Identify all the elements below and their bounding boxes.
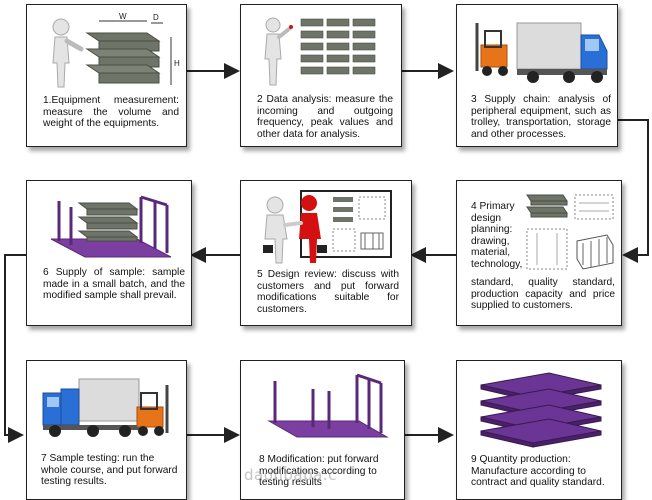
rack-modification-icon <box>267 373 389 438</box>
truck-forklift-icon <box>475 22 608 83</box>
step-9-text: 9 Quantity production: Manufacture accor… <box>471 454 605 489</box>
step-1-text: 1.Equipment measurement: measure the vol… <box>43 95 179 130</box>
handshake-review-icon <box>263 190 392 264</box>
watermark: daohbaba.c <box>244 466 337 484</box>
step-1-box: W D H 1.Equipment measurement: measure t… <box>26 4 187 147</box>
step-7-text: 7 Sample testing: run the whole course, … <box>41 453 178 488</box>
step-8-box: 8 Modification: put forward modification… <box>240 360 405 500</box>
step-9-box: 9 Quantity production: Manufacture accor… <box>456 360 622 500</box>
step-5-text: 5 Design review: discuss with customers … <box>257 269 399 315</box>
step-3-text: 3 Supply chain: analysis of peripheral e… <box>471 94 611 140</box>
step-5-box: 5 Design review: discuss with customers … <box>240 180 412 326</box>
step-6-box: 6 Supply of sample: sample made in a sma… <box>26 180 192 326</box>
sample-rack-icon <box>50 195 172 258</box>
person-analysis-icon <box>264 17 376 86</box>
person-measuring-icon: W D H <box>52 12 180 88</box>
arrow-6-to-7 <box>4 254 26 443</box>
step-2-text: 2 Data analysis: measure the incoming an… <box>257 94 393 140</box>
dim-label-h: H <box>174 59 180 68</box>
step-2-box: 2 Data analysis: measure the incoming an… <box>240 4 402 147</box>
design-drawings-icon <box>526 194 614 270</box>
step-6-text: 6 Supply of sample: sample made in a sma… <box>43 267 185 302</box>
dim-label-d: D <box>153 13 159 22</box>
step-4-box: 4 Primary design planning: drawing, mate… <box>456 180 622 326</box>
step-8-text: 8 Modification: put forward modification… <box>259 454 379 489</box>
step-7-box: 7 Sample testing: run the whole course, … <box>26 360 187 500</box>
arrow-3-to-4 <box>618 119 649 263</box>
step-3-box: 3 Supply chain: analysis of peripheral e… <box>456 4 618 147</box>
truck-forklift-icon <box>42 378 169 437</box>
step-4-text-top: 4 Primary design planning: drawing, mate… <box>471 201 523 270</box>
dim-label-w: W <box>119 12 127 21</box>
pallet-stack-icon <box>480 372 602 448</box>
step-4-text-bottom: standard, quality standard, production c… <box>471 277 615 312</box>
